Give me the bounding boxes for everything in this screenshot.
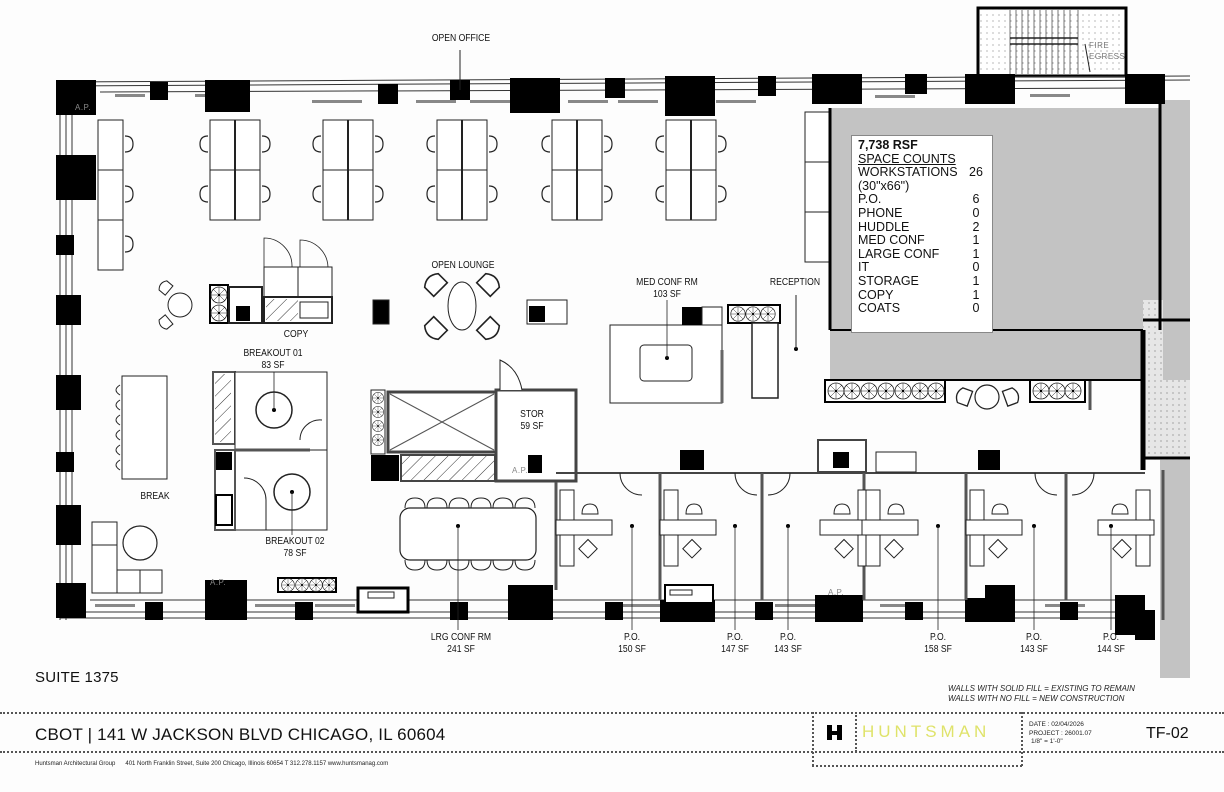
label-breakout-02: BREAKOUT 02 78 SF xyxy=(265,536,325,559)
label-ap: A.P. xyxy=(210,578,227,587)
title-divider xyxy=(1021,712,1023,766)
break-area xyxy=(91,375,337,594)
central-core xyxy=(370,359,578,483)
drawing-meta: DATE : 02/04/2026 PROJECT : 26001.07 1/8… xyxy=(1029,721,1092,745)
label-po-2: P.O. 147 SF xyxy=(721,632,749,655)
label-open-office: OPEN OFFICE xyxy=(431,33,491,44)
title-divider xyxy=(0,751,1224,753)
structural-columns xyxy=(56,74,1165,640)
workstations xyxy=(97,111,830,271)
label-med-conf: MED CONF RM 103 SF xyxy=(636,277,698,300)
label-stor: STOR 59 SF xyxy=(520,409,544,432)
title-divider xyxy=(812,712,814,766)
title-divider xyxy=(855,712,857,752)
sheet-number: TF-02 xyxy=(1146,725,1189,742)
copy-area xyxy=(156,237,568,332)
label-po-4: P.O. 158 SF xyxy=(924,632,952,655)
private-offices xyxy=(273,300,1165,630)
open-lounge xyxy=(421,270,503,343)
count-row: (30"x66") xyxy=(858,178,910,193)
label-lrg-conf: LRG CONF RM 241 SF xyxy=(430,632,492,655)
label-breakout-01: BREAKOUT 01 83 SF xyxy=(243,348,303,371)
count-row: P.O.6 xyxy=(858,192,980,207)
space-counts-title: SPACE COUNTS xyxy=(858,151,956,166)
core-planters xyxy=(824,379,1092,410)
rsf-total: 7,738 RSF xyxy=(858,138,918,152)
label-open-lounge: OPEN LOUNGE xyxy=(431,260,495,271)
label-copy: COPY xyxy=(283,329,309,340)
label-ap: A.P. xyxy=(75,103,92,112)
label-ap: A.P. xyxy=(512,466,529,475)
label-po-3: P.O. 143 SF xyxy=(774,632,802,655)
title-divider xyxy=(812,765,1022,767)
label-reception: RECEPTION xyxy=(769,277,821,288)
fire-egress-stair xyxy=(976,6,1128,78)
label-break: BREAK xyxy=(140,491,170,502)
title-divider xyxy=(0,712,1224,714)
breakout-rooms xyxy=(212,371,328,531)
label-ap: A.P. xyxy=(828,588,845,597)
reception-area xyxy=(727,295,798,399)
wall-legend: WALLS WITH SOLID FILL = EXISTING TO REMA… xyxy=(948,684,1135,703)
project-address: CBOT | 141 W JACKSON BLVD CHICAGO, IL 60… xyxy=(35,725,446,744)
med-conf-room xyxy=(609,306,724,404)
brand-wordmark: HUNTSMAN xyxy=(862,722,991,741)
huntsman-logo-icon xyxy=(827,725,842,740)
label-po-1: P.O. 150 SF xyxy=(618,632,646,655)
label-po-6: P.O. 144 SF xyxy=(1097,632,1125,655)
large-conference xyxy=(356,482,558,614)
label-po-5: P.O. 143 SF xyxy=(1020,632,1048,655)
label-fire-egress: FIRE EGRESS xyxy=(1089,41,1126,61)
suite-label: SUITE 1375 xyxy=(35,669,119,686)
